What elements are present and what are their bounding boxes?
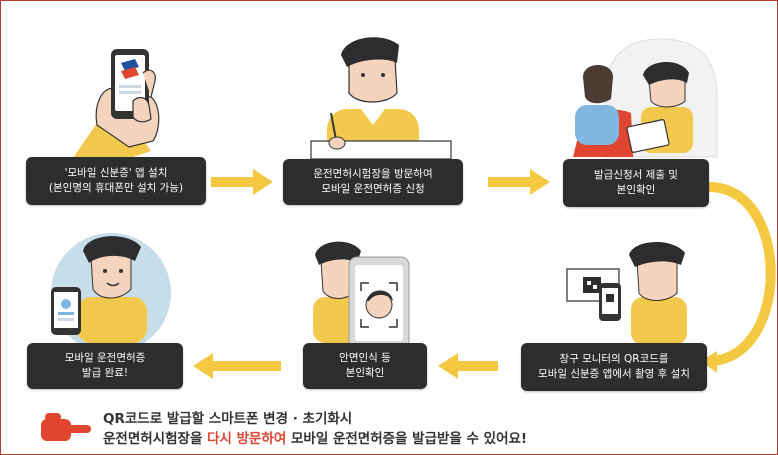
- step-5-line1: 안면인식 등: [339, 352, 391, 364]
- step-6-issued: 모바일 운전면허증 발급 완료!: [27, 343, 183, 389]
- license-issued-illustration: [51, 233, 171, 353]
- step-4-line1: 창구 모니터의 QR코드를: [559, 353, 669, 365]
- writing-man-illustration: [310, 37, 452, 160]
- footer-note: QR코드로 발급할 스마트폰 변경 · 초기화시 운전면허시험장을 다시 방문하…: [35, 407, 755, 451]
- qr-code-icon: [583, 277, 601, 293]
- step-2-line1: 운전면허시험장을 방문하여: [313, 168, 433, 180]
- arrow-left-1-head: [438, 353, 458, 379]
- footer-highlight: 다시 방문하여: [207, 431, 287, 447]
- footer-line2-before: 운전면허시험장을: [103, 431, 208, 447]
- footer-text: QR코드로 발급할 스마트폰 변경 · 초기화시 운전면허시험장을 다시 방문하…: [103, 409, 527, 449]
- step-3-line2: 본인확인: [616, 184, 656, 196]
- curved-arrow-head: [701, 351, 717, 373]
- step-6-line1: 모바일 운전면허증: [64, 352, 146, 364]
- footer-line2-after: 모바일 운전면허증을 발급받을 수 있어요!: [286, 431, 528, 447]
- step-4-line2: 모바일 신분증 앱에서 촬영 후 설치: [538, 368, 690, 380]
- step-1-line2: (본인명의 휴대폰만 설치 가능): [48, 182, 184, 194]
- face-recognition-illustration: [313, 241, 410, 350]
- counter-illustration: [573, 38, 718, 158]
- hand-phone-illustration: [71, 49, 160, 161]
- arrow-left-2-head: [193, 353, 213, 379]
- step-1-line1: '모바일 신분증' 앱 설치: [64, 167, 168, 179]
- pointing-hand-icon: [41, 413, 91, 441]
- curved-arrow: [708, 182, 776, 366]
- step-5-line2: 본인확인: [345, 367, 385, 379]
- step-4-scan-qr: 창구 모니터의 QR코드를 모바일 신분증 앱에서 촬영 후 설치: [521, 343, 707, 391]
- arrow-right-2-head: [530, 169, 550, 195]
- step-1-install-app: '모바일 신분증' 앱 설치 (본인명의 휴대폰만 설치 가능): [26, 157, 206, 205]
- arrow-left-2: [213, 361, 281, 371]
- arrow-right-2: [488, 177, 530, 187]
- arrow-left-1: [458, 361, 498, 371]
- step-2-line2: 모바일 운전면허증 신청: [321, 183, 425, 195]
- step-5-face-recognition: 안면인식 등 본인확인: [303, 343, 427, 389]
- qr-scan-illustration: [566, 241, 687, 345]
- arrow-right-1-head: [253, 169, 273, 195]
- footer-line2: 운전면허시험장을 다시 방문하여 모바일 운전면허증을 발급받을 수 있어요!: [103, 429, 527, 449]
- flow-arrows: [193, 169, 550, 379]
- footer-line1: QR코드로 발급할 스마트폰 변경 · 초기화시: [103, 411, 353, 427]
- step-3-submit-verify: 발급신청서 제출 및 본인확인: [563, 159, 709, 207]
- step-6-line2: 발급 완료!: [81, 367, 129, 379]
- arrow-right-1: [211, 177, 253, 187]
- step-2-visit-apply: 운전면허시험장을 방문하여 모바일 운전면허증 신청: [283, 159, 463, 205]
- step-3-line1: 발급신청서 제출 및: [594, 169, 678, 181]
